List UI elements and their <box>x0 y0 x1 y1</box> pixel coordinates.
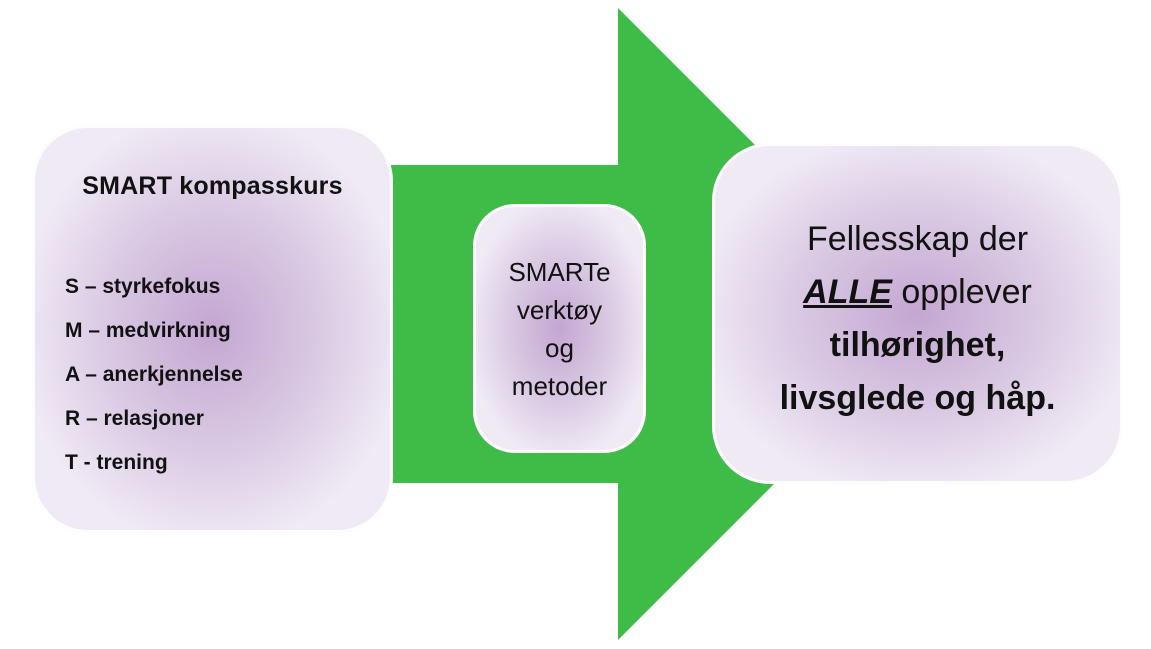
smart-acronym-list: S – styrkefokus M – medvirkning A – aner… <box>61 265 364 485</box>
tools-line-2: verktøy <box>516 294 603 325</box>
tools-line-4: metoder <box>511 370 608 401</box>
tools-line-3: og <box>545 332 574 363</box>
goal-line-2: ALLE opplever <box>803 266 1032 319</box>
goal-line-3: tilhørighet, <box>829 325 1006 364</box>
list-item-m: M – medvirkning <box>65 319 231 342</box>
smart-tools-box: SMARTe verktøy og metoder <box>473 204 646 453</box>
list-item-r: R – relasjoner <box>65 407 204 430</box>
smart-course-box: SMART kompasskurs S – styrkefokus M – me… <box>32 125 393 533</box>
goal-box: Fellesskap der ALLE opplever tilhørighet… <box>712 143 1123 484</box>
goal-line-1: Fellesskap der <box>806 219 1029 258</box>
goal-line-2-rest: opplever <box>891 272 1032 311</box>
list-item-t: T - trening <box>65 451 168 474</box>
right-arrow-shape <box>390 8 934 640</box>
smart-course-title: SMART kompasskurs <box>82 172 343 200</box>
goal-line-4: livsglede og håp. <box>779 378 1056 417</box>
list-item-s: S – styrkefokus <box>65 275 221 298</box>
tools-line-1: SMARTe <box>508 256 611 287</box>
list-item-a: A – anerkjennelse <box>65 363 243 386</box>
goal-emphasis-alle: ALLE <box>803 272 892 311</box>
